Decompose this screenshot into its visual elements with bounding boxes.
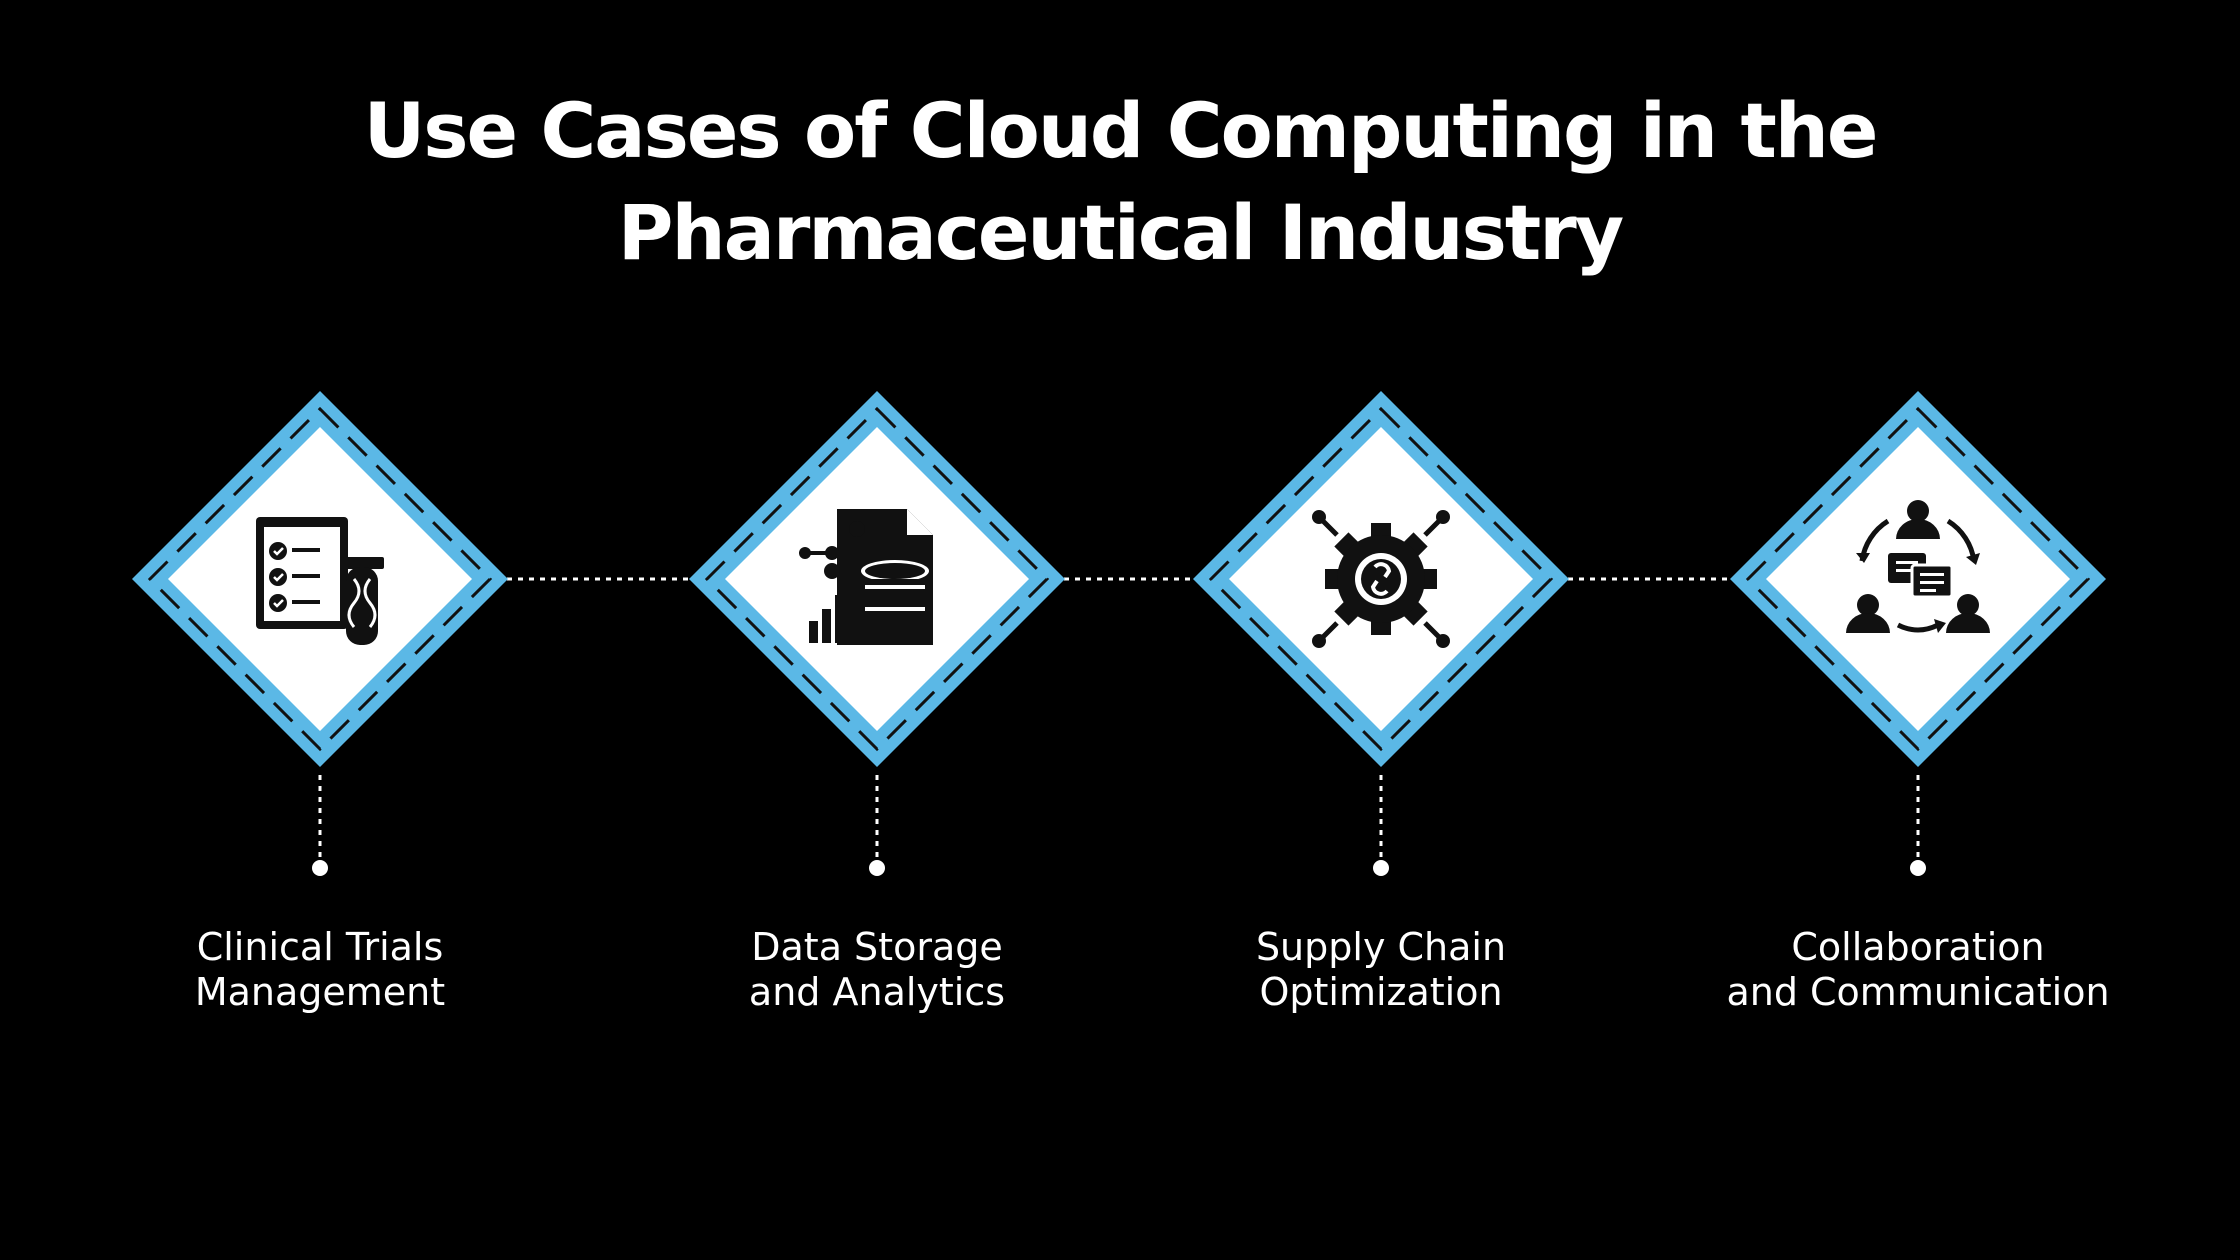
stem-dot-4	[1910, 860, 1926, 876]
clipboard-test-tube-icon	[256, 517, 384, 645]
diamond-data-storage	[687, 389, 1067, 769]
step-label-data-storage: Data Storage and Analytics	[748, 925, 1006, 1014]
step-label-supply-chain: Supply Chain Optimization	[1255, 925, 1507, 1014]
database-document-icon	[799, 509, 933, 645]
gear-network-icon	[1312, 510, 1450, 648]
step-label-clinical-trials: Clinical Trials Management	[194, 925, 446, 1014]
stem-dots	[312, 860, 1926, 876]
stem-dot-1	[312, 860, 328, 876]
title-line-2: Pharmaceutical Industry	[617, 188, 1624, 277]
team-chat-cycle-icon	[1846, 500, 1990, 633]
diamond-supply-chain	[1191, 389, 1571, 769]
page-title: Use Cases of Cloud Computing in the Phar…	[0, 80, 2240, 284]
stems	[318, 775, 1920, 860]
stem-dot-3	[1373, 860, 1389, 876]
diamond-collaboration	[1728, 389, 2108, 769]
title-line-1: Use Cases of Cloud Computing in the	[363, 86, 1879, 175]
diamond-clinical-trials	[130, 389, 510, 769]
stem-dot-2	[869, 860, 885, 876]
step-label-collaboration: Collaboration and Communication	[1726, 925, 2110, 1014]
